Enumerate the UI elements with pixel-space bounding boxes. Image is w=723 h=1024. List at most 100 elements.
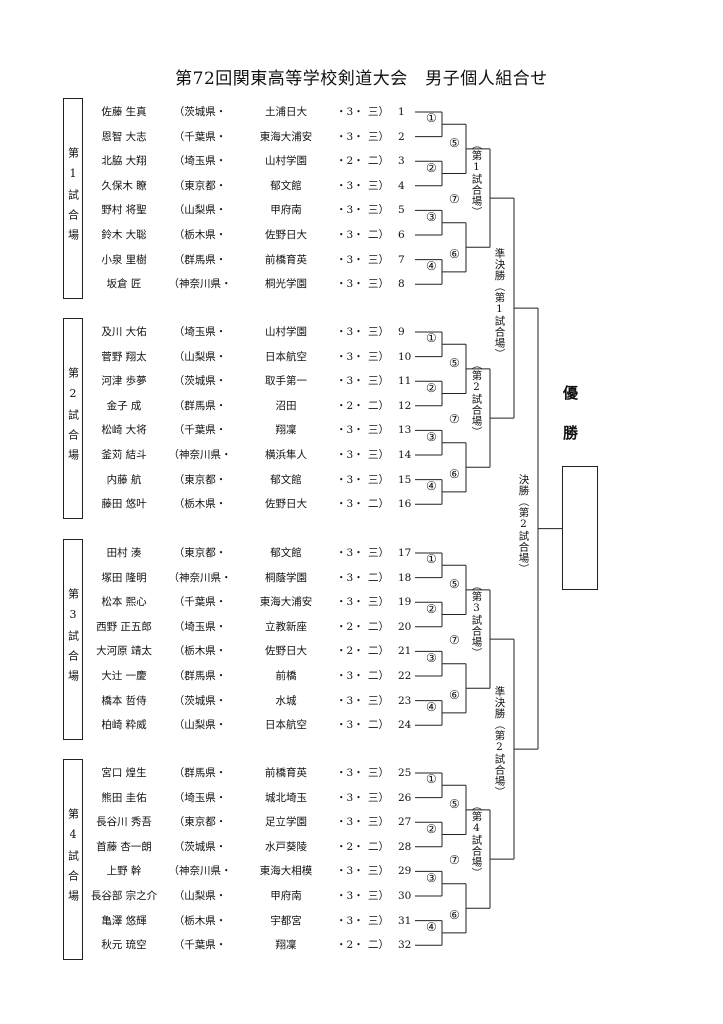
separator-dot: ・: [215, 130, 227, 143]
separator-dot: ・: [353, 498, 364, 511]
paren-open: （: [173, 424, 185, 437]
separator-dot: ・: [215, 375, 227, 388]
player-prefecture: （山梨県・: [166, 203, 234, 217]
separator-dot: ・: [336, 326, 347, 338]
player-dan: 二）: [368, 154, 394, 168]
separator-dot: ・: [336, 620, 347, 633]
player-school: 郁文館: [270, 547, 302, 559]
player-dan: 二）: [368, 571, 394, 585]
grade: 2: [346, 939, 354, 952]
paren-close: ）: [378, 791, 390, 804]
grade: 3: [346, 130, 354, 143]
player-prefecture: （東京都・: [166, 179, 234, 193]
player-prefecture: （茨城県・: [166, 694, 234, 708]
separator-dot: ・: [353, 449, 364, 461]
separator-dot: ・: [353, 278, 364, 291]
match-number: ⑦: [449, 192, 460, 207]
player-grade: ・3・: [336, 473, 376, 487]
player-name: 熊田 圭佑: [101, 791, 147, 804]
player-name: 松崎 大将: [101, 424, 147, 437]
dan: 二: [368, 229, 379, 241]
separator-dot: ・: [215, 498, 227, 511]
player-grade: ・3・: [336, 105, 376, 119]
player-dan: 二）: [368, 228, 394, 242]
paren-open: （: [173, 473, 185, 486]
prefecture: 群馬県: [184, 253, 216, 266]
player-school: 山村学園: [265, 326, 307, 338]
separator-dot: ・: [215, 939, 227, 952]
player-school: 沼田: [275, 399, 297, 412]
player-name: 大辻 一慶: [101, 670, 147, 682]
player-prefecture: （千葉県・: [166, 938, 234, 952]
player-seed: 19: [398, 596, 412, 609]
player-school: 前橋育英: [265, 767, 307, 779]
separator-dot: ・: [336, 498, 347, 511]
player-seed: 30: [398, 890, 412, 902]
venue-box: 第3試合場: [63, 539, 83, 740]
dan: 二: [368, 840, 379, 853]
separator-dot: ・: [336, 473, 347, 486]
separator-dot: ・: [336, 375, 347, 388]
separator-dot: ・: [215, 596, 227, 609]
player-prefecture: （茨城県・: [166, 374, 234, 388]
player-seed: 17: [398, 547, 412, 559]
venue-box: 第4試合場: [63, 759, 83, 960]
dan: 三: [368, 865, 379, 878]
player-seed: 5: [398, 204, 405, 217]
player-name: 亀澤 悠輝: [101, 914, 147, 927]
player-seed: 13: [398, 424, 412, 437]
separator-dot: ・: [215, 547, 227, 559]
match-number: ⑤: [449, 355, 460, 370]
page-title: 第72回関東高等学校剣道大会 男子個人組合せ: [175, 69, 548, 89]
player-seed: 3: [398, 155, 405, 168]
player-dan: 三）: [368, 791, 394, 805]
player-dan: 三）: [368, 179, 394, 193]
player-name: 河津 歩夢: [101, 375, 147, 388]
match-number: ③: [426, 650, 437, 665]
player-school: 桐光学園: [265, 278, 307, 291]
separator-dot: ・: [336, 840, 347, 853]
prefecture: 千葉県: [184, 596, 216, 609]
dan: 三: [368, 791, 379, 804]
player-name: 鈴木 大聡: [101, 229, 147, 241]
player-grade: ・2・: [336, 840, 376, 854]
player-prefecture: （栃木県・: [166, 644, 234, 658]
player-school: 東海大相模: [259, 865, 313, 878]
prefecture: 神奈川県: [179, 865, 221, 878]
grade: 3: [346, 350, 354, 363]
paren-close: ）: [378, 670, 390, 682]
player-dan: 三）: [368, 546, 394, 560]
player-seed: 31: [398, 914, 412, 927]
player-prefecture: （神奈川県・: [166, 571, 234, 585]
dan: 三: [368, 130, 379, 143]
dan: 三: [368, 473, 379, 486]
player-dan: 二）: [368, 938, 394, 952]
paren-open: （: [173, 179, 185, 192]
player-dan: 三）: [368, 325, 394, 339]
grade: 3: [346, 547, 354, 559]
match-number: ⑦: [449, 853, 460, 868]
separator-dot: ・: [215, 620, 227, 633]
paren-open: （: [173, 719, 185, 732]
separator-dot: ・: [336, 253, 347, 266]
match-number: ④: [426, 699, 437, 714]
prefecture: 栃木県: [184, 229, 216, 241]
player-school: 佐野日大: [265, 229, 307, 241]
player-name: 田村 湊: [106, 547, 142, 559]
paren-close: ）: [378, 229, 390, 241]
player-prefecture: （群馬県・: [166, 669, 234, 683]
player-prefecture: （東京都・: [166, 815, 234, 829]
grade: 3: [346, 816, 354, 829]
player-dan: 二）: [368, 497, 394, 511]
player-prefecture: （埼玉県・: [166, 620, 234, 634]
separator-dot: ・: [353, 645, 364, 658]
grade: 2: [346, 155, 354, 168]
player-seed: 25: [398, 767, 412, 779]
dan: 三: [368, 204, 379, 217]
player-school: 城北埼玉: [265, 791, 307, 804]
player-school: 横浜隼人: [265, 449, 307, 461]
player-seed: 8: [398, 278, 405, 291]
match-number: ⑤: [449, 576, 460, 591]
prefecture: 埼玉県: [184, 155, 216, 168]
